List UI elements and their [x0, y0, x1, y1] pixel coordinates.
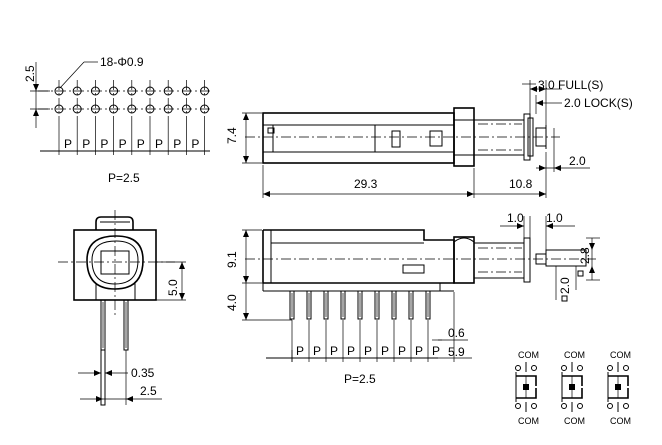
com-label-bottom: COM — [518, 416, 539, 426]
pitch-letter: P — [137, 137, 145, 151]
pitch-letter: P — [100, 137, 108, 151]
side-pin — [323, 290, 329, 320]
contact-bar — [608, 388, 629, 399]
side-pin — [374, 290, 380, 320]
terminal — [515, 365, 521, 371]
pitch-letter: P — [119, 137, 127, 151]
side-pin — [340, 290, 346, 320]
actuator-block — [615, 384, 621, 390]
terminal — [607, 365, 613, 371]
contact-bar — [516, 375, 537, 386]
side-pin — [357, 290, 363, 320]
terminal — [577, 365, 583, 371]
pitch-letter: P — [296, 344, 304, 358]
body-length-label: 29.3 — [354, 177, 378, 191]
com-label-top: COM — [518, 350, 539, 360]
side-pin — [425, 290, 431, 320]
switch-side-view — [242, 216, 600, 362]
switch-schematic-symbols: COM COM COM COM COM COM — [515, 350, 631, 426]
pitch-letter: P — [415, 344, 423, 358]
side-pin — [391, 290, 397, 320]
top-pitch-label: P=2.5 — [108, 171, 140, 185]
com-label-bottom: COM — [564, 416, 585, 426]
stroke-full-label: 3.0 FULL(S) — [538, 78, 603, 92]
pin-spacing-label: 2.5 — [140, 384, 157, 398]
bottom-pitch-label: P=2.5 — [344, 372, 376, 386]
terminal — [515, 403, 521, 409]
pin-thickness-label: 0.6 — [448, 326, 465, 340]
pitch-letter: P — [82, 137, 90, 151]
pitch-letter: P — [155, 137, 163, 151]
schematic-pole: COM COM — [515, 350, 539, 426]
stroke-lock-label: 2.0 LOCK(S) — [564, 96, 633, 110]
dim-2-0-small-label: 2.0 — [558, 277, 572, 294]
hole-spec-label: 18-Φ0.9 — [100, 55, 144, 69]
shaft-length-label: 10.8 — [509, 177, 533, 191]
height-side-label: 9.1 — [225, 251, 239, 268]
pin-length-label: 4.0 — [225, 294, 239, 311]
button-width-label: 2.0 — [569, 154, 586, 168]
com-label-top: COM — [564, 350, 585, 360]
pitch-letter: P — [330, 344, 338, 358]
end-offset-label: 5.9 — [448, 345, 465, 359]
dim-1-0-b-label: 1.0 — [546, 211, 563, 225]
top-pin-pitch-label: 2.5 — [23, 65, 37, 82]
switch-end-view — [58, 210, 186, 406]
terminal — [561, 365, 567, 371]
pcb-hole-pattern — [30, 61, 212, 155]
side-view-pins — [289, 290, 431, 362]
terminal — [577, 403, 583, 409]
pitch-letter: P — [313, 344, 321, 358]
terminal — [531, 365, 537, 371]
com-label-bottom: COM — [610, 416, 631, 426]
pitch-letter: P — [381, 344, 389, 358]
pitch-letter: P — [191, 137, 199, 151]
terminal — [607, 403, 613, 409]
side-pin — [306, 290, 312, 320]
actuator-block — [523, 384, 529, 390]
height-top-label: 7.4 — [225, 127, 239, 144]
com-label-top: COM — [610, 350, 631, 360]
terminal — [623, 403, 629, 409]
dim-1-0-a-label: 1.0 — [507, 211, 524, 225]
pitch-letter: P — [398, 344, 406, 358]
side-pin — [408, 290, 414, 320]
switch-top-view — [242, 80, 590, 198]
terminal — [531, 403, 537, 409]
terminal — [561, 403, 567, 409]
schematic-pole: COM COM — [607, 350, 631, 426]
terminal — [623, 365, 629, 371]
contact-bar — [516, 388, 537, 399]
pitch-letter: P — [64, 137, 72, 151]
contact-bar — [608, 375, 629, 386]
contact-bar — [562, 388, 583, 399]
pin-width-label: 0.35 — [131, 366, 155, 380]
end-height-label: 5.0 — [166, 279, 180, 296]
pitch-letter: P — [173, 137, 181, 151]
pitch-letter: P — [364, 344, 372, 358]
dim-2-8-label: 2.8 — [578, 247, 592, 264]
contact-bar — [562, 375, 583, 386]
schematic-pole: COM COM — [561, 350, 585, 426]
pitch-letter: P — [347, 344, 355, 358]
pitch-letter: P — [432, 344, 440, 358]
side-pin — [289, 290, 295, 320]
actuator-block — [569, 384, 575, 390]
